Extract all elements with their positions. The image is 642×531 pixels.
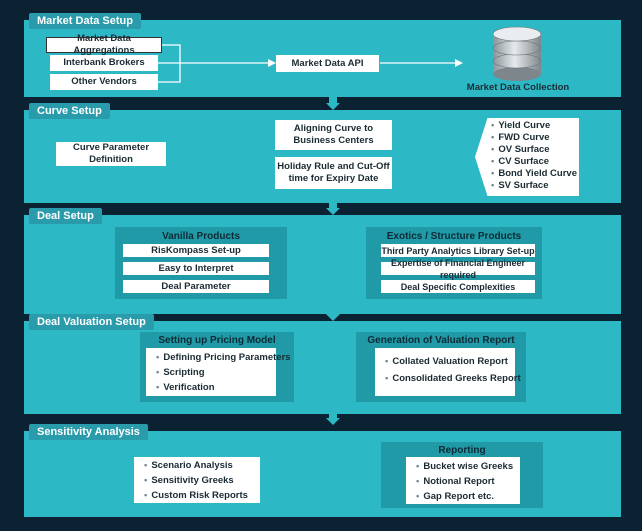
- pricing-item: Defining Pricing Parameters: [156, 350, 290, 365]
- exotics-products-panel: Exotics / Structure Products Third Party…: [366, 227, 542, 299]
- valuation-report-item: Collated Valuation Report: [385, 354, 515, 371]
- market-data-label: Market Data Setup: [29, 13, 141, 29]
- market-data-api-box: Market Data API: [276, 55, 379, 72]
- arrow-down-icon: [326, 97, 340, 110]
- pricing-item: Scripting: [156, 365, 276, 380]
- curve-type-item: Bond Yield Curve: [491, 168, 579, 180]
- valuation-report-list: Collated Valuation Report Consolidated G…: [375, 348, 521, 396]
- vanilla-item: RisKompass Set-up: [123, 244, 269, 257]
- reporting-item: Bucket wise Greeks: [416, 459, 520, 474]
- deal-valuation-label: Deal Valuation Setup: [29, 314, 154, 330]
- arrow-down-icon: [326, 412, 340, 425]
- curve-parameter-box: Curve Parameter Definition: [56, 142, 166, 166]
- arrow-down-icon: [326, 308, 340, 321]
- valuation-report-panel: Generation of Valuation Report Collated …: [356, 332, 526, 402]
- reporting-title: Reporting: [438, 445, 486, 456]
- aligning-curve-box: Aligning Curve to Business Centers: [275, 120, 392, 150]
- sensitivity-item: Scenario Analysis: [144, 458, 260, 473]
- sensitivity-item: Sensitivity Greeks: [144, 473, 260, 488]
- vanilla-products-panel: Vanilla Products RisKompass Set-up Easy …: [115, 227, 287, 299]
- reporting-list: Bucket wise Greeks Notional Report Gap R…: [406, 457, 520, 504]
- curve-type-item: CV Surface: [491, 156, 579, 168]
- reporting-item: Gap Report etc.: [416, 489, 520, 504]
- curve-type-item: Yield Curve: [491, 120, 579, 132]
- curve-types-list: Yield Curve FWD Curve OV Surface CV Surf…: [475, 118, 579, 196]
- curve-type-item: FWD Curve: [491, 132, 579, 144]
- database-icon: [492, 26, 542, 81]
- sensitivity-list: Scenario Analysis Sensitivity Greeks Cus…: [134, 457, 260, 503]
- holiday-rule-box: Holiday Rule and Cut-Off time for Expiry…: [275, 157, 392, 189]
- pricing-item: Verification: [156, 380, 276, 395]
- pricing-model-panel: Setting up Pricing Model Defining Pricin…: [140, 332, 294, 402]
- reporting-panel: Reporting Bucket wise Greeks Notional Re…: [381, 442, 543, 508]
- source-market-data-aggregations: Market Data Aggregations: [46, 33, 162, 56]
- exotics-products-title: Exotics / Structure Products: [386, 231, 522, 242]
- exotics-item: Third Party Analytics Library Set-up: [381, 244, 535, 257]
- arrow-down-icon: [326, 202, 340, 215]
- sources-connector: [158, 44, 463, 83]
- reporting-item: Notional Report: [416, 474, 520, 489]
- pricing-model-list: Defining Pricing Parameters Scripting Ve…: [146, 348, 291, 396]
- exotics-item: Expertise of Financial Engineer required: [381, 258, 535, 280]
- exotics-item: Deal Specific Complexities: [381, 280, 535, 293]
- curve-type-item: SV Surface: [491, 180, 579, 192]
- market-data-collection-label: Market Data Collection: [466, 82, 570, 93]
- sensitivity-analysis-label: Sensitivity Analysis: [29, 424, 148, 440]
- valuation-report-item: Consolidated Greeks Report: [385, 371, 520, 388]
- vanilla-item: Deal Parameter: [123, 280, 269, 293]
- source-other-vendors: Other Vendors: [50, 74, 158, 90]
- pricing-model-title: Setting up Pricing Model: [158, 335, 276, 346]
- curve-type-item: OV Surface: [491, 144, 579, 156]
- vanilla-item: Easy to Interpret: [123, 262, 269, 275]
- source-interbank-brokers: Interbank Brokers: [50, 55, 158, 71]
- curve-setup-label: Curve Setup: [29, 103, 110, 119]
- vanilla-products-title: Vanilla Products: [162, 231, 240, 242]
- valuation-report-title: Generation of Valuation Report: [367, 335, 515, 346]
- deal-valuation-section: [24, 321, 621, 414]
- deal-setup-label: Deal Setup: [29, 208, 102, 224]
- sensitivity-item: Custom Risk Reports: [144, 488, 260, 503]
